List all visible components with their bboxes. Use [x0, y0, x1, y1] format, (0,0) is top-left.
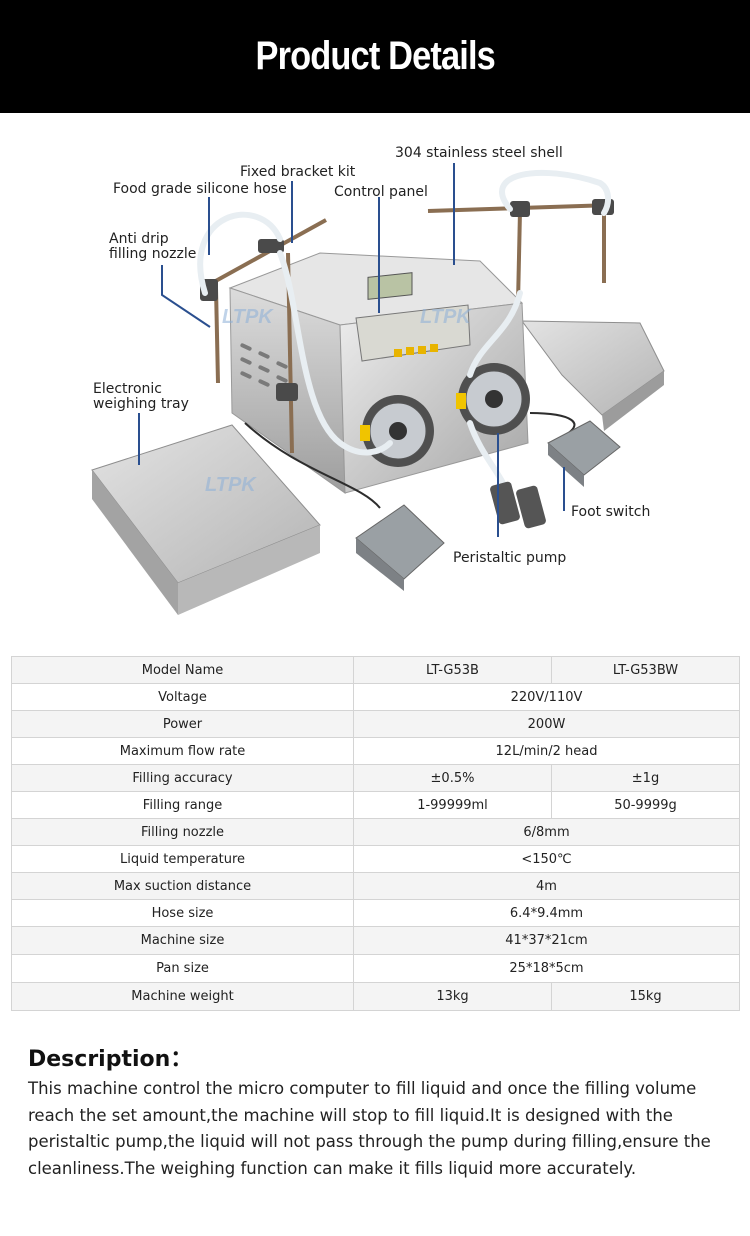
machine-illustration: LTPK LTPK LTPK [91, 163, 665, 615]
spec-label: Filling nozzle [11, 818, 354, 846]
watermark-text-1: LTPK [222, 306, 274, 328]
page-title: Product Details [255, 34, 495, 78]
spec-value: 25*18*5cm [353, 954, 740, 983]
spec-value: 15kg [551, 982, 740, 1011]
spec-label: Machine size [11, 926, 354, 955]
right-weighing-tray [520, 320, 665, 431]
callout-peristaltic-pump: Peristaltic pump [453, 550, 567, 566]
spec-row: Liquid temperature<150℃ [11, 845, 740, 873]
spec-label: Liquid temperature [11, 845, 354, 873]
foot-switch-right [547, 420, 621, 487]
spec-value: ±0.5% [353, 764, 552, 792]
spec-label: Maximum flow rate [11, 737, 354, 765]
header-banner: Product Details [0, 0, 750, 113]
spec-label: Pan size [11, 954, 354, 983]
callout-bracket-kit: Fixed bracket kit [240, 164, 356, 180]
callout-weighing-tray: Electronic weighing tray [93, 381, 189, 412]
spec-value: 1-99999ml [353, 791, 552, 819]
watermark-text-3: LTPK [205, 474, 257, 496]
spec-value: 200W [353, 710, 740, 738]
spec-value: LT-G53B [353, 656, 552, 684]
spec-value: 220V/110V [353, 683, 740, 711]
spec-value: 6.4*9.4mm [353, 899, 740, 927]
spec-value: 50-9999g [551, 791, 740, 819]
callout-silicone-hose: Food grade silicone hose [113, 181, 287, 197]
spec-label: Max suction distance [11, 872, 354, 900]
spec-label: Machine weight [11, 982, 354, 1011]
spec-value: LT-G53BW [551, 656, 740, 684]
spec-label: Voltage [11, 683, 354, 711]
silicone-hoses [197, 169, 612, 496]
spec-value: 13kg [353, 982, 552, 1011]
spec-label: Filling accuracy [11, 764, 354, 792]
spec-label: Filling range [11, 791, 354, 819]
spec-row: Filling accuracy±0.5%±1g [11, 764, 740, 792]
spec-value: ±1g [551, 764, 740, 792]
spec-value: 12L/min/2 head [353, 737, 740, 765]
spec-label: Model Name [11, 656, 354, 684]
description-title: Description： [28, 1047, 193, 1072]
description-body: This machine control the micro computer … [28, 1079, 711, 1178]
spec-label: Hose size [11, 899, 354, 927]
spec-value: 4m [353, 872, 740, 900]
spec-label: Power [11, 710, 354, 738]
callout-control-panel: Control panel [334, 184, 428, 200]
spec-value: 41*37*21cm [353, 926, 740, 955]
callout-lines [138, 163, 565, 537]
pump-right [456, 363, 530, 435]
spec-value: <150℃ [353, 845, 740, 873]
spec-value: 6/8mm [353, 818, 740, 846]
left-weighing-tray [91, 424, 321, 615]
callout-foot-switch: Foot switch [571, 504, 651, 520]
callout-anti-drip-nozzle: Anti drip filling nozzle [109, 231, 197, 262]
watermark-text-2: LTPK [420, 306, 472, 328]
foot-switch-left [355, 504, 445, 591]
callout-steel-shell: 304 stainless steel shell [395, 145, 563, 161]
watermark: LTPK LTPK LTPK [205, 306, 472, 496]
product-figure: LTPK LTPK LTPK 304 stainless steel shell… [0, 113, 750, 653]
